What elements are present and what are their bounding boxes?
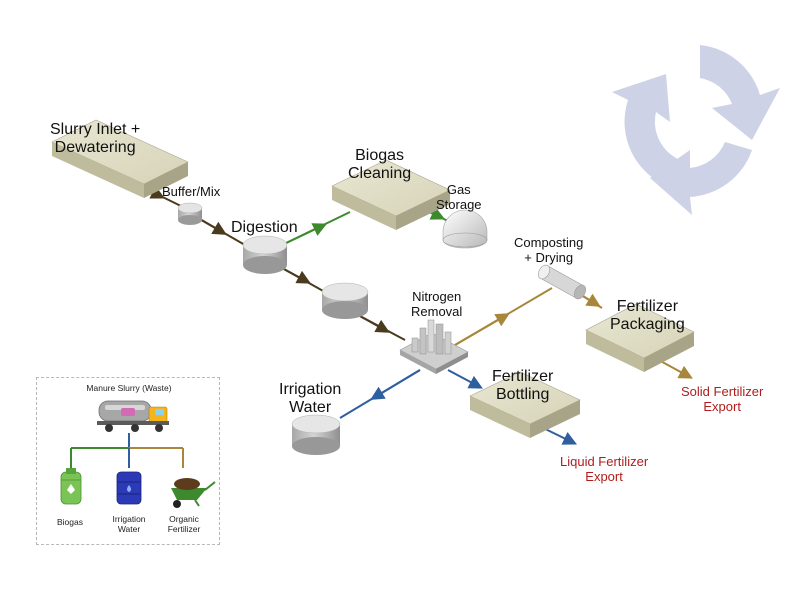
flow-nitrogen-to-composting-arrow: [454, 313, 510, 346]
label-fertilizer-bottling: Fertilizer Bottling: [492, 368, 554, 403]
flow-nitrogen-to-bottling: [447, 369, 483, 389]
nitrogen-removal-plant: [399, 319, 469, 374]
legend-panel: Manure Slurry (Waste) Biogas Irrigation …: [36, 377, 220, 545]
legend-label-organic: Organic Fertilizer: [167, 514, 201, 534]
wheelbarrow-icon: [171, 478, 216, 508]
digestion-tank: [242, 235, 288, 274]
legend-label-biogas: Biogas: [57, 517, 83, 527]
recycle-arrows-icon: [612, 45, 780, 215]
legend-title: Manure Slurry (Waste): [86, 383, 172, 393]
label-biogas-cleaning: Biogas Cleaning: [348, 147, 412, 182]
label-fertilizer-packaging: Fertilizer Packaging: [610, 298, 685, 333]
buffer-mix-tank: [177, 202, 203, 225]
label-solid-fertilizer-export: Solid Fertilizer Export: [681, 384, 764, 414]
tanker-truck-icon: [97, 400, 169, 432]
flow-buffer-arrow: [197, 217, 227, 235]
fertilizer-bottling-box: [469, 371, 581, 438]
label-liquid-fertilizer-export: Liquid Fertilizer Export: [560, 454, 649, 484]
fertilizer-packaging-box: [585, 303, 695, 372]
flow-tank-to-nitrogen-arrow: [357, 314, 390, 333]
label-buffer-mix: Buffer/Mix: [162, 184, 221, 199]
biogas-cleaning-box: [331, 159, 451, 230]
irrigation-water-tank: [291, 414, 341, 455]
flow-digestion-to-cleaning-arrow: [281, 223, 328, 246]
water-barrel-icon: [116, 471, 142, 505]
legend-graphics: [60, 400, 216, 508]
label-gas-storage: Gas Storage: [436, 182, 482, 212]
label-composting-drying: Composting + Drying: [514, 235, 584, 265]
flow-nitrogen-to-irrigation-arrow: [370, 369, 421, 400]
flow-digestion-to-tank-arrow: [281, 267, 311, 284]
settling-tank: [321, 282, 369, 319]
gas-storage-dome: [442, 209, 488, 249]
label-irrigation-water: Irrigation Water: [279, 381, 342, 416]
legend-label-irrigation: Irrigation Water: [112, 514, 146, 534]
gas-cylinder-icon: [60, 468, 82, 505]
label-digestion: Digestion: [231, 219, 298, 236]
label-slurry-inlet: Slurry Inlet + Dewatering: [50, 121, 141, 156]
label-nitrogen-removal: Nitrogen Removal: [411, 289, 463, 319]
slurry-inlet-box: [51, 119, 189, 198]
composting-drum: [537, 264, 587, 300]
